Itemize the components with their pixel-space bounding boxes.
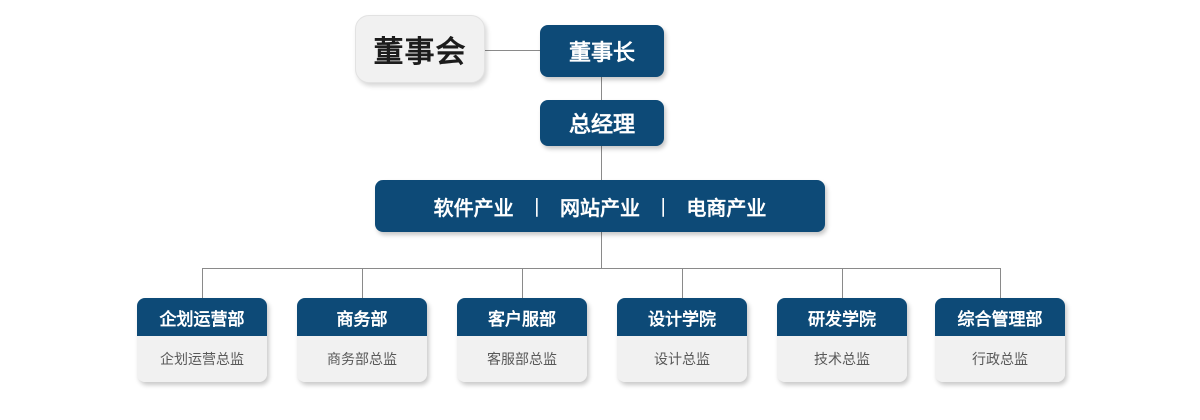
dept-name: 商务部 <box>297 298 427 336</box>
dept-role: 行政总监 <box>935 336 1065 382</box>
node-general-manager-label: 总经理 <box>568 113 635 138</box>
connector-drop-dept-3 <box>522 268 523 298</box>
dept-card-design-academy[interactable]: 设计学院 设计总监 <box>617 298 747 382</box>
dept-card-planning-operations[interactable]: 企划运营部 企划运营总监 <box>137 298 267 382</box>
dept-role: 技术总监 <box>777 336 907 382</box>
dept-name: 客户服部 <box>457 298 587 336</box>
dept-name: 设计学院 <box>617 298 747 336</box>
connector-drop-dept-5 <box>842 268 843 298</box>
dept-card-rd-academy[interactable]: 研发学院 技术总监 <box>777 298 907 382</box>
dept-role: 设计总监 <box>617 336 747 382</box>
dept-role: 企划运营总监 <box>137 336 267 382</box>
node-chairman[interactable]: 董事长 <box>540 25 664 77</box>
connector-drop-dept-1 <box>202 268 203 298</box>
industry-separator-2: | <box>660 195 667 217</box>
connector-drop-dept-6 <box>1000 268 1001 298</box>
connector-gm-to-industries <box>601 146 602 180</box>
connector-chairman-to-gm <box>601 77 602 100</box>
node-chairman-label: 董事长 <box>568 41 635 66</box>
dept-role: 商务部总监 <box>297 336 427 382</box>
connector-board-to-chairman <box>485 50 540 51</box>
connector-industries-to-bus <box>601 232 602 268</box>
node-board-of-directors[interactable]: 董事会 <box>355 15 485 83</box>
industry-item-website[interactable]: 网站产业 <box>560 195 640 220</box>
connector-department-bus <box>202 268 1000 269</box>
dept-card-business[interactable]: 商务部 商务部总监 <box>297 298 427 382</box>
connector-drop-dept-4 <box>682 268 683 298</box>
dept-card-customer-service[interactable]: 客户服部 客服部总监 <box>457 298 587 382</box>
node-board-label: 董事会 <box>373 35 467 70</box>
dept-role: 客服部总监 <box>457 336 587 382</box>
industry-item-ecommerce[interactable]: 电商产业 <box>686 195 767 220</box>
node-general-manager[interactable]: 总经理 <box>540 100 664 146</box>
industry-separator-1: | <box>533 195 540 217</box>
dept-name: 研发学院 <box>777 298 907 336</box>
industry-item-software[interactable]: 软件产业 <box>433 195 514 220</box>
dept-name: 综合管理部 <box>935 298 1065 336</box>
node-industry-bar[interactable]: 软件产业 | 网站产业 | 电商产业 <box>375 180 825 232</box>
connector-drop-dept-2 <box>362 268 363 298</box>
dept-card-general-management[interactable]: 综合管理部 行政总监 <box>935 298 1065 382</box>
dept-name: 企划运营部 <box>137 298 267 336</box>
